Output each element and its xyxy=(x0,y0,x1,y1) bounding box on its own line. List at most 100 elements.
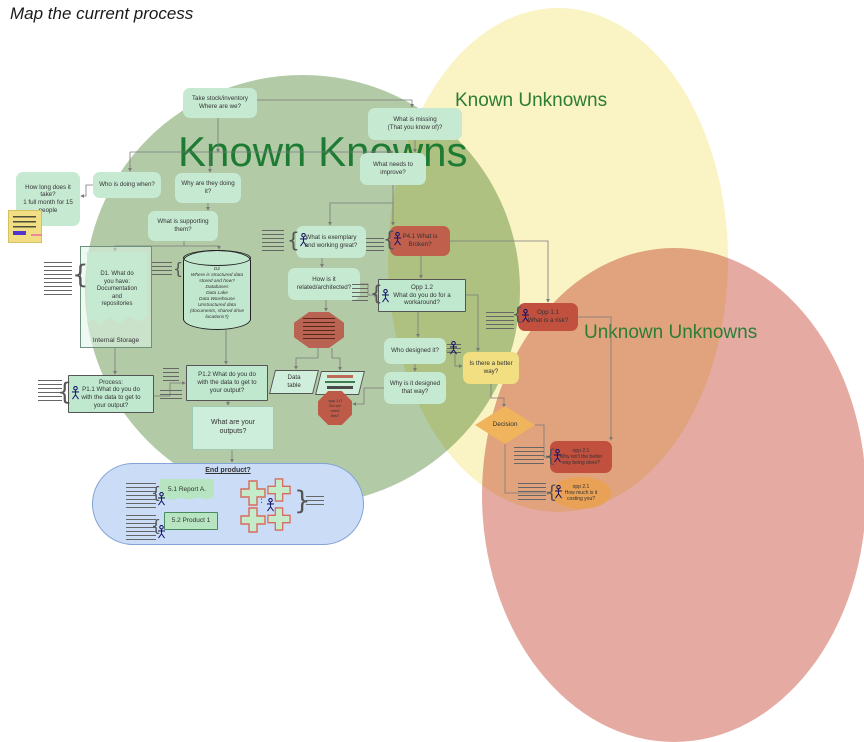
note-needs-improve-label: What needs to improve? xyxy=(373,161,413,176)
scribble-lines xyxy=(38,380,62,404)
scribble-lines xyxy=(306,496,324,506)
note-take-stock[interactable]: Take stock/inventory Where are we? xyxy=(183,88,257,118)
note-outputs[interactable]: What are your outputs? xyxy=(192,406,274,450)
note-opp21-costing[interactable]: opp 2.1 How much is it costing you? xyxy=(551,477,611,509)
person-icon xyxy=(554,484,563,504)
table-row-mark xyxy=(327,375,353,378)
shape-note-thumbnail[interactable] xyxy=(8,210,42,243)
scribble-lines xyxy=(126,515,156,541)
brace-icon: { xyxy=(72,260,89,290)
note-better-way-label: Is there a better way? xyxy=(469,360,513,375)
shape-51-report[interactable]: 5.1 Report A. xyxy=(160,479,214,501)
note-who-is-doing[interactable]: Who is doing when? xyxy=(93,172,161,198)
note-opp12-workaround[interactable]: Opp 1.2 What do you do for a workaround? xyxy=(378,279,466,312)
note-why-designed[interactable]: Why is it designed that way? xyxy=(384,372,446,404)
table-row-mark xyxy=(325,381,355,383)
label-unknown-unknowns[interactable]: Unknown Unknowns xyxy=(584,322,758,343)
note-opp21-costing-label: opp 2.1 How much is it costing you? xyxy=(564,483,598,503)
connector xyxy=(294,348,319,370)
connector xyxy=(331,348,342,371)
person-icon xyxy=(393,231,402,251)
note-who-designed-label: Who designed it? xyxy=(391,347,439,355)
note-supporting-label: What is supporting them? xyxy=(157,218,209,233)
note-what-is-missing-label: What is missing (That you know of)? xyxy=(387,116,443,131)
scribble-lines xyxy=(163,368,179,382)
shape-d1-documentation[interactable]: D1. What do you have: Documentation and … xyxy=(87,252,147,325)
scribble-lines xyxy=(262,230,284,252)
brace-icon: { xyxy=(151,516,162,535)
page-title[interactable]: Map the current process xyxy=(10,4,194,23)
shape-decision-label: Decision xyxy=(492,420,518,428)
person-icon xyxy=(449,340,458,360)
brace-icon: } xyxy=(294,486,311,516)
brace-icon: { xyxy=(287,228,300,252)
note-supporting[interactable]: What is supporting them? xyxy=(148,211,218,241)
person-icon xyxy=(521,308,530,328)
scribble-lines xyxy=(366,238,384,254)
note-p12-label: P1.2 What do you do with the data to get… xyxy=(197,371,257,394)
person-icon xyxy=(553,448,562,468)
connector xyxy=(80,184,93,198)
note-p12[interactable]: P1.2 What do you do with the data to get… xyxy=(186,365,268,401)
shape-52-product[interactable]: 5.2 Product 1 xyxy=(164,512,218,530)
scribble-lines xyxy=(352,284,368,304)
brace-icon: { xyxy=(546,482,558,503)
connector xyxy=(328,202,393,226)
connector xyxy=(535,424,550,459)
note-who-designed[interactable]: Who designed it? xyxy=(384,338,446,364)
scribble-lines xyxy=(303,318,335,340)
brace-icon: { xyxy=(370,281,383,305)
connector xyxy=(257,99,414,108)
note-p11-process[interactable]: Process: P1.1 What do you do with the da… xyxy=(68,375,154,413)
label-known-unknowns[interactable]: Known Unknowns xyxy=(455,90,608,111)
shape-opp10-octagon[interactable]: opp 1.0 Do we need this? xyxy=(318,391,352,425)
note-opp11-risk[interactable]: Opp 1.1 What is a risk? xyxy=(518,303,578,331)
note-what-is-missing[interactable]: What is missing (That you know of)? xyxy=(368,108,462,140)
person-icon xyxy=(381,288,390,308)
person-icon xyxy=(266,497,275,517)
brace-icon: { xyxy=(151,483,162,502)
scribble-lines xyxy=(486,312,514,332)
puzzle-piece-icon xyxy=(267,478,291,507)
note-exemplary[interactable]: What is exemplary and working great? xyxy=(296,226,366,258)
connector xyxy=(184,245,221,250)
note-why-designed-label: Why is it designed that way? xyxy=(389,380,441,395)
note-related-architected-label: How is it related/architected? xyxy=(296,276,352,291)
note-why-doing[interactable]: Why are they doing it? xyxy=(175,173,241,203)
note-needs-improve[interactable]: What needs to improve? xyxy=(360,153,426,185)
brace-icon: { xyxy=(383,227,396,251)
connector xyxy=(450,240,550,303)
scribble-lines xyxy=(514,447,544,467)
brace-icon: { xyxy=(57,378,73,406)
note-who-is-doing-label: Who is doing when? xyxy=(99,181,155,189)
shape-52-product-label: 5.2 Product 1 xyxy=(171,516,211,524)
note-better-way[interactable]: Is there a better way? xyxy=(463,352,519,384)
shape-data-table[interactable]: Data table xyxy=(269,370,319,394)
note-p11-process-label: Process: P1.1 What do you do with the da… xyxy=(81,378,141,409)
shape-data-table-label: Data table xyxy=(287,374,301,389)
shape-d2-database[interactable]: D2 Where is structured data stored and h… xyxy=(183,250,251,330)
connector xyxy=(578,316,613,441)
note-opp12-workaround-label: Opp 1.2 What do you do for a workaround? xyxy=(393,283,451,307)
note-p41-broken[interactable]: P4.1 What is Broken? xyxy=(390,226,450,256)
brace-icon: { xyxy=(173,259,184,278)
puzzle-piece-icon xyxy=(240,480,266,511)
shape-opp10-octagon-label: opp 1.0 Do we need this? xyxy=(328,398,342,418)
note-related-architected[interactable]: How is it related/architected? xyxy=(288,268,360,300)
person-icon xyxy=(157,524,166,544)
shape-d2-database-label: D2 Where is structured data stored and h… xyxy=(189,267,245,320)
note-p41-broken-label: P4.1 What is Broken? xyxy=(402,233,438,248)
connector xyxy=(490,384,506,408)
person-icon xyxy=(71,385,80,405)
note-take-stock-label: Take stock/inventory Where are we? xyxy=(191,95,249,110)
person-icon xyxy=(299,232,308,252)
container-internal-storage-label: Internal Storage xyxy=(92,336,140,344)
note-how-long-label: How long does it take? 1 full month for … xyxy=(23,183,73,214)
note-opp11-risk-label: Opp 1.1 What is a risk? xyxy=(527,309,569,324)
note-opp21-better-way[interactable]: opp 2.1 Why isn't the better way being d… xyxy=(550,441,612,473)
scribble-lines xyxy=(126,483,156,509)
ellipsis-mark: ⋮ xyxy=(257,494,266,504)
shape-d1-documentation-label: D1. What do you have: Documentation and … xyxy=(96,271,138,308)
scribble-lines xyxy=(44,262,72,296)
